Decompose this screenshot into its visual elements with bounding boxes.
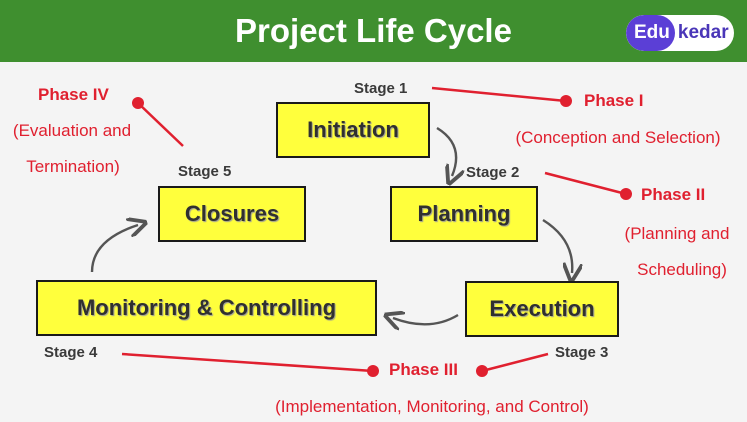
phase3-dot-left [367, 365, 379, 377]
phase3-connector-right [481, 352, 549, 373]
stage3-label: Stage 3 [555, 344, 609, 361]
phase2-connector [544, 171, 627, 196]
phase1-dot [560, 95, 572, 107]
logo-text-kedar: kedar [677, 22, 729, 43]
box-planning: Planning [390, 186, 538, 242]
phase4-description-line2: Termination) [26, 157, 120, 176]
phase4-dot [132, 97, 144, 109]
phase3-description: (Implementation, Monitoring, and Control… [275, 397, 589, 416]
phase4-connector [137, 102, 184, 147]
edukedar-logo: Edu kedar [626, 15, 734, 51]
phase1-connector [431, 86, 567, 103]
phase2-description-line2: Scheduling) [637, 260, 727, 279]
arrow-initiation-to-planning [436, 126, 456, 176]
box-execution: Execution [465, 281, 619, 337]
initiation-label: Initiation [307, 117, 399, 142]
title-bar [0, 0, 747, 62]
arrow-execution-to-monitoring [393, 315, 459, 324]
phase2-title: Phase II [641, 185, 706, 204]
phase4-title: Phase IV [38, 85, 109, 104]
phase3-dot-right [476, 365, 488, 377]
logo-text-edu: Edu [626, 15, 675, 51]
box-monitoring-controlling: Monitoring & Controlling [36, 280, 377, 336]
stage4-label: Stage 4 [44, 344, 98, 361]
phase4-description-line1: (Evaluation and [12, 121, 132, 140]
box-initiation: Initiation [276, 102, 430, 158]
execution-label: Execution [489, 296, 595, 321]
monitoring-label: Monitoring & Controlling [76, 295, 337, 320]
phase1-title: Phase I [584, 91, 644, 110]
closures-label: Closures [184, 201, 280, 226]
phase1-description: (Conception and Selection) [515, 128, 721, 147]
page-title: Project Life Cycle [235, 12, 512, 49]
stage1-label: Stage 1 [354, 80, 408, 97]
phase2-description-line1: (Planning and [624, 224, 730, 243]
phase2-dot [620, 188, 632, 200]
planning-label: Planning [417, 201, 511, 226]
phase3-title: Phase III [389, 360, 458, 379]
box-closures: Closures [158, 186, 306, 242]
stage2-label: Stage 2 [466, 164, 520, 181]
stage5-label: Stage 5 [178, 163, 232, 180]
arrow-monitoring-to-closures [90, 225, 138, 273]
arrow-planning-to-execution [542, 218, 572, 273]
phase3-connector-left [121, 352, 374, 373]
